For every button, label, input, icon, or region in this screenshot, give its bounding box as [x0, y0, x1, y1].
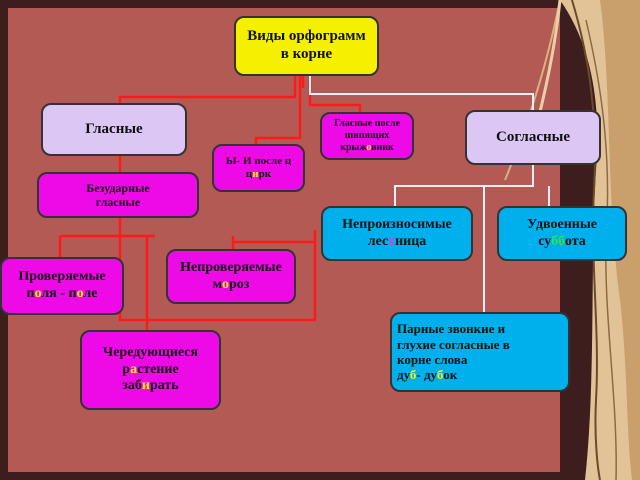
- vowels-label: Гласные: [85, 120, 143, 137]
- doubled-ex-pre: су: [538, 233, 552, 249]
- vowels-box: Гласные: [41, 103, 187, 156]
- root-title-box: Виды орфограмм в корне: [234, 16, 379, 76]
- alternating-example1: растение: [122, 362, 178, 379]
- verifiable-ex1-pre: п: [26, 286, 35, 301]
- verifiable-line1: Проверяемые: [18, 269, 106, 285]
- after-sibilants-example-pre: крыж: [340, 141, 367, 153]
- y-i-after-ts-line1: Ы- И после ц: [225, 155, 292, 168]
- doubled-ex-post: ота: [564, 233, 586, 249]
- verifiable-ex1-highlight: о: [34, 286, 42, 301]
- paired-ex1-highlight: б: [409, 367, 417, 383]
- unpronounceable-box: Непроизносимые лестница: [321, 206, 473, 261]
- paired-consonants-box: Парные звонкие и глухие согласные в корн…: [390, 312, 570, 392]
- unstressed-line1: Безударные: [86, 180, 150, 195]
- verifiable-ex2-highlight: о: [76, 286, 84, 301]
- alternating-ex2-post: рать: [150, 378, 179, 394]
- root-title-line1: Виды орфограмм: [247, 28, 366, 45]
- verifiable-ex1-post: ля - п: [41, 286, 77, 301]
- paired-line2: глухие согласные в: [397, 336, 510, 352]
- after-sibilants-example: крыжовник: [340, 142, 394, 154]
- paired-ex-mid: - ду: [416, 367, 437, 383]
- after-sibilants-line2: шипящих: [344, 130, 390, 142]
- unpronounceable-ex-pre: лес: [367, 233, 389, 249]
- verifiable-box: Проверяемые поля - поле: [0, 257, 124, 315]
- unverifiable-line1: Непроверяемые: [180, 259, 282, 275]
- unpronounceable-example: лестница: [368, 234, 427, 251]
- paired-line1: Парные звонкие и: [397, 321, 506, 337]
- doubled-example: суббота: [538, 234, 586, 251]
- paired-example: дуб- дубок: [397, 367, 457, 382]
- unverifiable-box: Непроверяемые мороз: [166, 249, 296, 304]
- alternating-ex1-highlight: а: [130, 361, 138, 377]
- unverifiable-ex-highlight: о: [221, 276, 229, 292]
- paired-ex1-pre: ду: [397, 367, 410, 383]
- alternating-ex1-pre: р: [122, 361, 131, 377]
- consonants-label: Согласные: [496, 128, 570, 145]
- paired-ex2-post: ок: [443, 367, 458, 383]
- after-sibilants-example-highlight: о: [366, 141, 372, 153]
- alternating-box: Чередующиеся растение забирать: [80, 330, 221, 410]
- paired-line3: корне слова: [397, 352, 468, 367]
- unpronounceable-line1: Непроизносимые: [342, 216, 452, 232]
- unstressed-line2: гласные: [95, 195, 141, 209]
- y-i-after-ts-example-post: рк: [258, 168, 272, 180]
- unpronounceable-ex-highlight: т: [388, 233, 396, 249]
- unverifiable-example: мороз: [213, 277, 250, 294]
- paired-ex2-highlight: б: [436, 367, 444, 383]
- doubled-box: Удвоенные суббота: [497, 206, 627, 261]
- y-i-after-ts-box: Ы- И после ц цирк: [212, 144, 305, 192]
- unstressed-vowels-box: Безударные гласные: [37, 172, 199, 218]
- y-i-after-ts-example-pre: ц: [245, 168, 253, 180]
- after-sibilants-example-post: вник: [371, 141, 394, 153]
- consonants-box: Согласные: [465, 110, 601, 165]
- alternating-line1: Чередующиеся: [102, 345, 199, 361]
- y-i-after-ts-example-highlight: и: [252, 168, 259, 180]
- alternating-ex2-pre: заб: [122, 378, 142, 394]
- after-sibilants-box: Гласные после шипящих крыжовник: [320, 112, 414, 160]
- unpronounceable-ex-post: ница: [395, 233, 427, 249]
- doubled-ex-highlight: бб: [551, 233, 565, 249]
- verifiable-example: поля - поле: [27, 286, 98, 303]
- unverifiable-ex-post: роз: [228, 276, 250, 292]
- alternating-ex2-highlight: и: [141, 378, 150, 394]
- alternating-example2: забирать: [122, 378, 178, 395]
- root-title-line2: в корне: [280, 46, 333, 62]
- unverifiable-ex-pre: м: [212, 276, 222, 292]
- doubled-line1: Удвоенные: [527, 216, 597, 232]
- alternating-ex1-post: стение: [137, 361, 179, 377]
- after-sibilants-line1: Гласные после: [333, 118, 401, 130]
- y-i-after-ts-example: цирк: [246, 168, 271, 181]
- verifiable-ex2-post: ле: [83, 286, 98, 301]
